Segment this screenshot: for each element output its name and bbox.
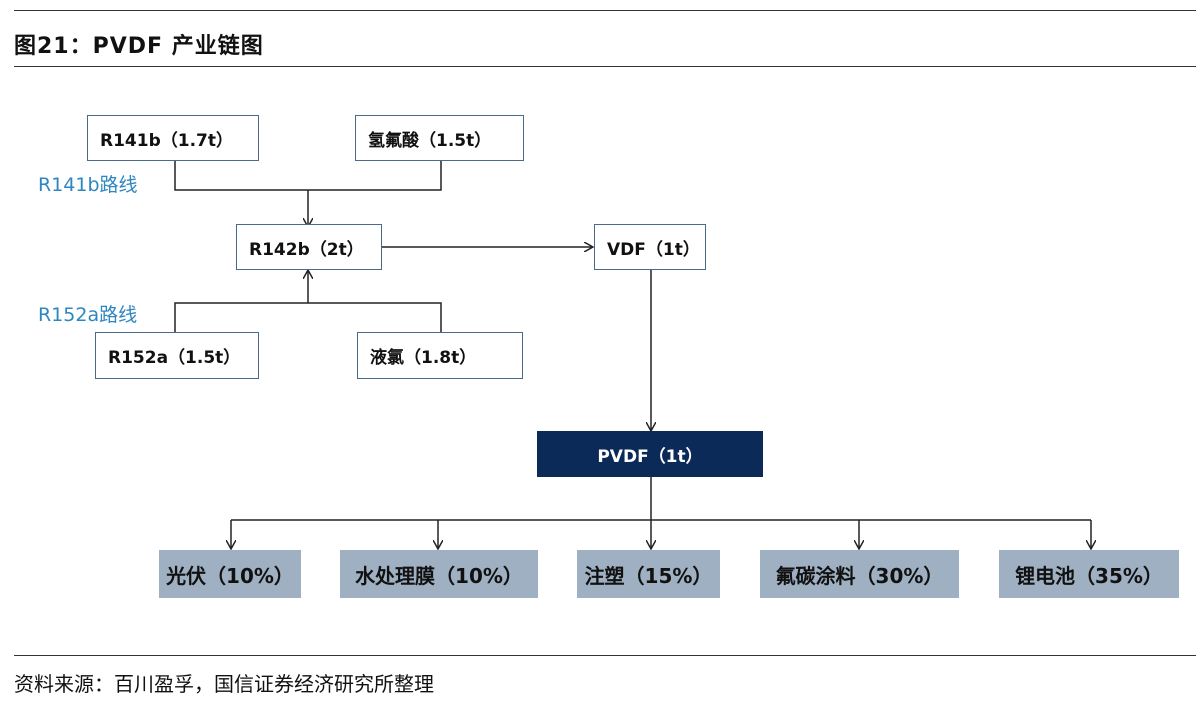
source-note: 资料来源：百川盈孚，国信证券经济研究所整理 [14, 672, 434, 696]
pvdf-node: PVDF（1t） [537, 431, 763, 477]
application-water-membrane: 水处理膜（10%） [340, 550, 538, 598]
route-label-r152a: R152a路线 [38, 304, 138, 326]
r142b-node: R142b（2t） [236, 224, 382, 270]
r141b-merge-line [174, 160, 442, 191]
source-rule [14, 655, 1196, 656]
route-label-r141b: R141b路线 [38, 174, 138, 196]
application-fluorocarbon-coating: 氟碳涂料（30%） [760, 550, 959, 598]
top-rule [14, 10, 1196, 11]
title-rule [14, 66, 1196, 67]
hydrofluoric-acid-node: 氢氟酸（1.5t） [355, 115, 524, 161]
r152a-node: R152a（1.5t） [95, 332, 259, 379]
application-photovoltaic: 光伏（10%） [159, 550, 301, 598]
vdf-node: VDF（1t） [594, 224, 706, 270]
application-injection-molding: 注塑（15%） [577, 550, 720, 598]
application-lithium-battery: 锂电池（35%） [999, 550, 1179, 598]
liquid-chlorine-node: 液氯（1.8t） [357, 332, 523, 379]
figure-title: 图21：PVDF 产业链图 [14, 34, 264, 59]
r152a-merge-line [174, 302, 442, 332]
r141b-node: R141b（1.7t） [87, 115, 259, 161]
